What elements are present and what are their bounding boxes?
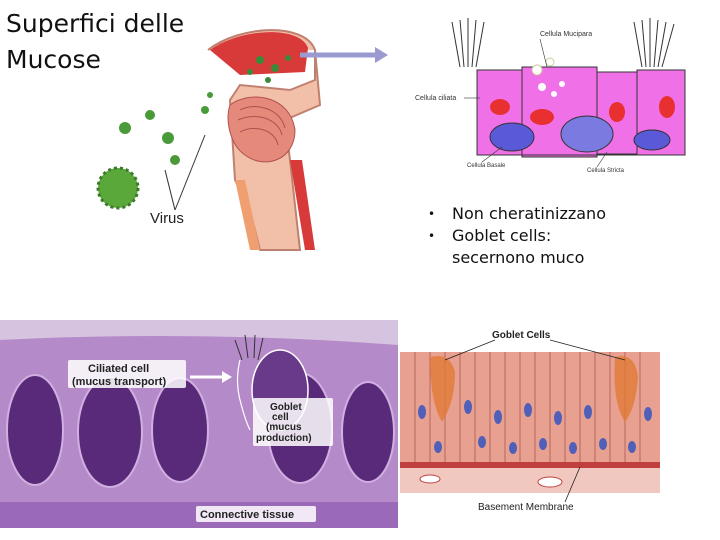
goblet-label-3: (mucus bbox=[266, 422, 302, 433]
goblet-label-4: production) bbox=[256, 433, 312, 444]
bullet-text: secernono muco bbox=[452, 247, 584, 269]
stem-cell-label: Cellula Stricta bbox=[587, 168, 625, 174]
goblet-cells-label: Goblet Cells bbox=[492, 330, 551, 341]
epithelium-schematic: Cellula Mucipara Cellula ciliata Cellula… bbox=[412, 12, 712, 180]
bullet-text: Non cheratinizzano bbox=[452, 203, 606, 225]
connective-tissue-label: Connective tissue bbox=[200, 509, 294, 521]
goblet-cell-label: Cellula Mucipara bbox=[540, 31, 592, 38]
head-virus-illustration: Virus bbox=[90, 10, 390, 255]
goblet-cells-drawing: Goblet Cells Basement Membrane bbox=[400, 322, 660, 518]
bullet-dot: • bbox=[428, 225, 452, 247]
ciliated-cell-label: Ciliated cell bbox=[88, 363, 149, 375]
histology-micrograph: Ciliated cell (mucus transport) Goblet c… bbox=[0, 320, 398, 528]
ciliated-cell-sublabel: (mucus transport) bbox=[72, 376, 166, 388]
bullet-dot: • bbox=[428, 203, 452, 225]
ciliated-cell-label: Cellula ciliata bbox=[415, 95, 456, 102]
bullet-item: • Goblet cells: bbox=[428, 225, 606, 247]
virus-label: Virus bbox=[150, 210, 184, 227]
bullet-item: • Non cheratinizzano bbox=[428, 203, 606, 225]
bullet-text: Goblet cells: bbox=[452, 225, 551, 247]
basement-membrane-label: Basement Membrane bbox=[478, 502, 574, 513]
bullet-list: • Non cheratinizzano • Goblet cells: sec… bbox=[428, 203, 606, 269]
bullet-continuation: secernono muco bbox=[428, 247, 606, 269]
basal-cell-label: Cellula Basale bbox=[467, 163, 506, 169]
